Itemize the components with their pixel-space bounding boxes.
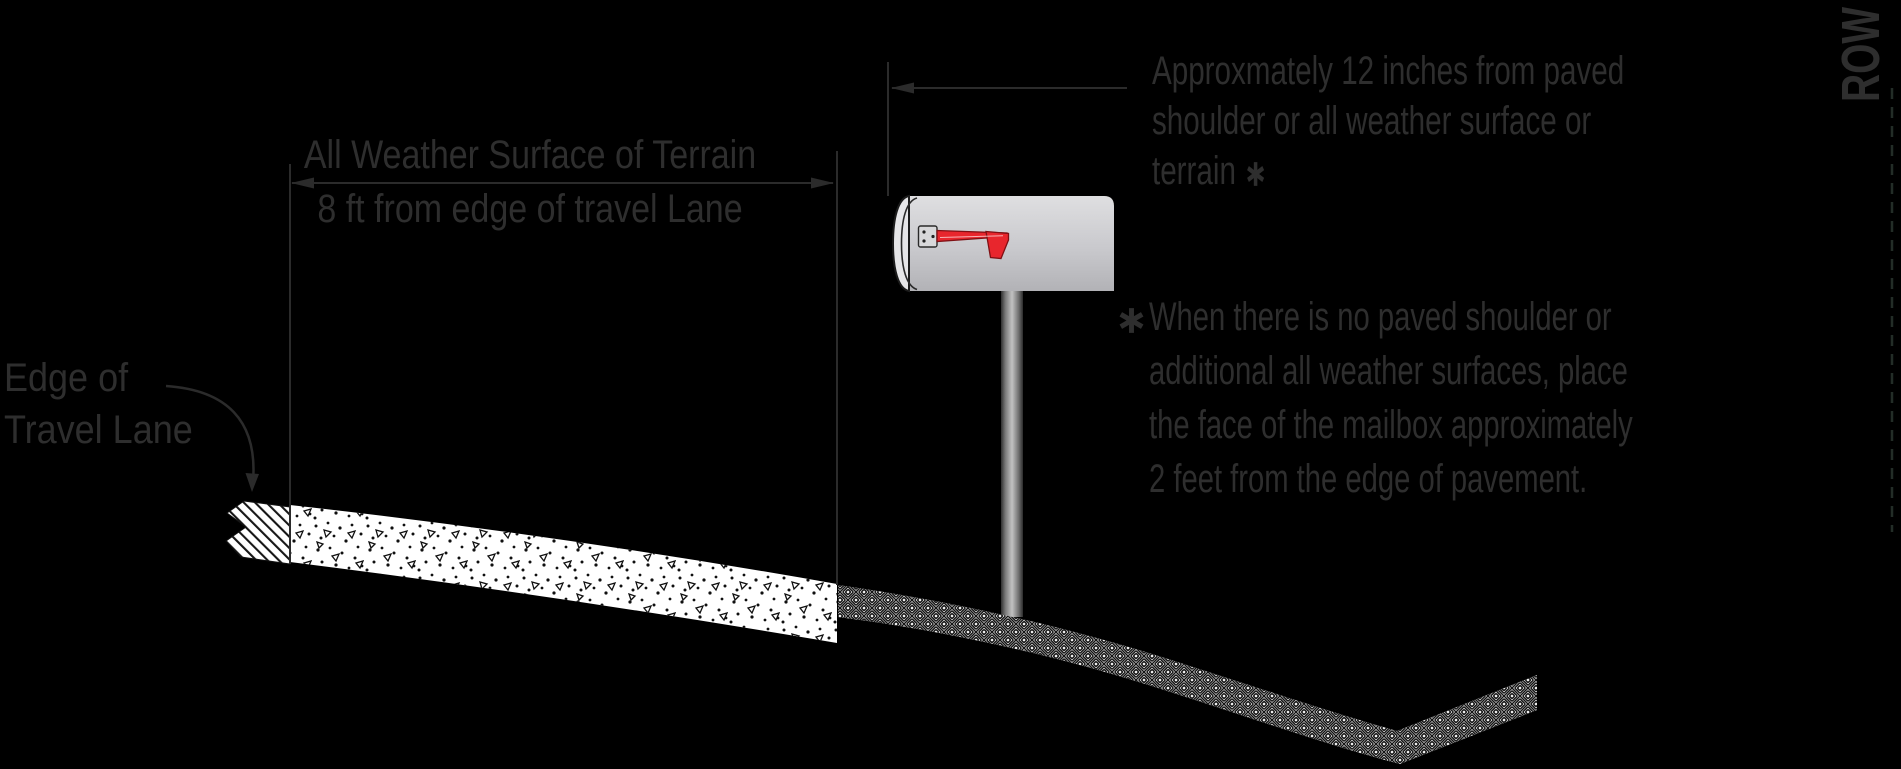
arrowhead-left-icon [291,177,314,189]
asterisk-icon [1119,308,1144,333]
offset-12in-note: Approxmately 12 inches from paved should… [1152,46,1624,196]
footnote-line4: 2 feet from the edge of pavement. [1149,457,1588,501]
row-label: ROW [1831,6,1891,102]
all-weather-surface-section [290,505,837,643]
pavement-hatched-section [225,500,291,565]
leader-arrow-edge-of-travel-lane [165,384,255,483]
dimension-lines [289,62,1127,585]
arrowhead-mailbox-face-icon [891,82,914,94]
offset-note-line3: terrain [1152,146,1624,196]
arrowhead-right-icon [811,177,834,189]
dimension-8ft-label-line2: 8 ft from edge of travel Lane [317,187,743,231]
mailbox-body [909,196,1114,291]
footnote-line1: When there is no paved shoulder or [1149,295,1612,339]
asterisk-icon [1247,162,1265,186]
footnote-line3: the face of the mailbox approximately [1149,403,1633,447]
mailbox-door-rim [900,197,918,291]
dimension-8ft-label: All Weather Surface of Terrain 8 ft from… [275,128,785,236]
edge-of-travel-lane-label: Edge of Travel Lane [4,352,193,456]
mailbox-graphic [891,194,1114,293]
mailbox-flag-icon [917,225,1010,260]
edge-label-line1: Edge of [4,356,129,400]
footnote: When there is no paved shoulder or addit… [1118,290,1812,506]
footnote-text: When there is no paved shoulder or addit… [1149,290,1633,506]
offset-note-line1: Approxmately 12 inches from paved [1152,49,1625,93]
arrowheads [245,82,914,492]
offset-note-line2: shoulder or all weather surface or [1152,99,1592,143]
terrain-cross-section [225,291,1537,764]
dimension-8ft-label-line1: All Weather Surface of Terrain [303,133,757,177]
arrowhead-edge-leader-icon [245,473,259,492]
terrain-ditch-section [838,585,1537,764]
footnote-line2: additional all weather surfaces, place [1149,349,1628,393]
mailbox-post [1001,291,1023,617]
edge-label-line2: Travel Lane [4,408,193,452]
